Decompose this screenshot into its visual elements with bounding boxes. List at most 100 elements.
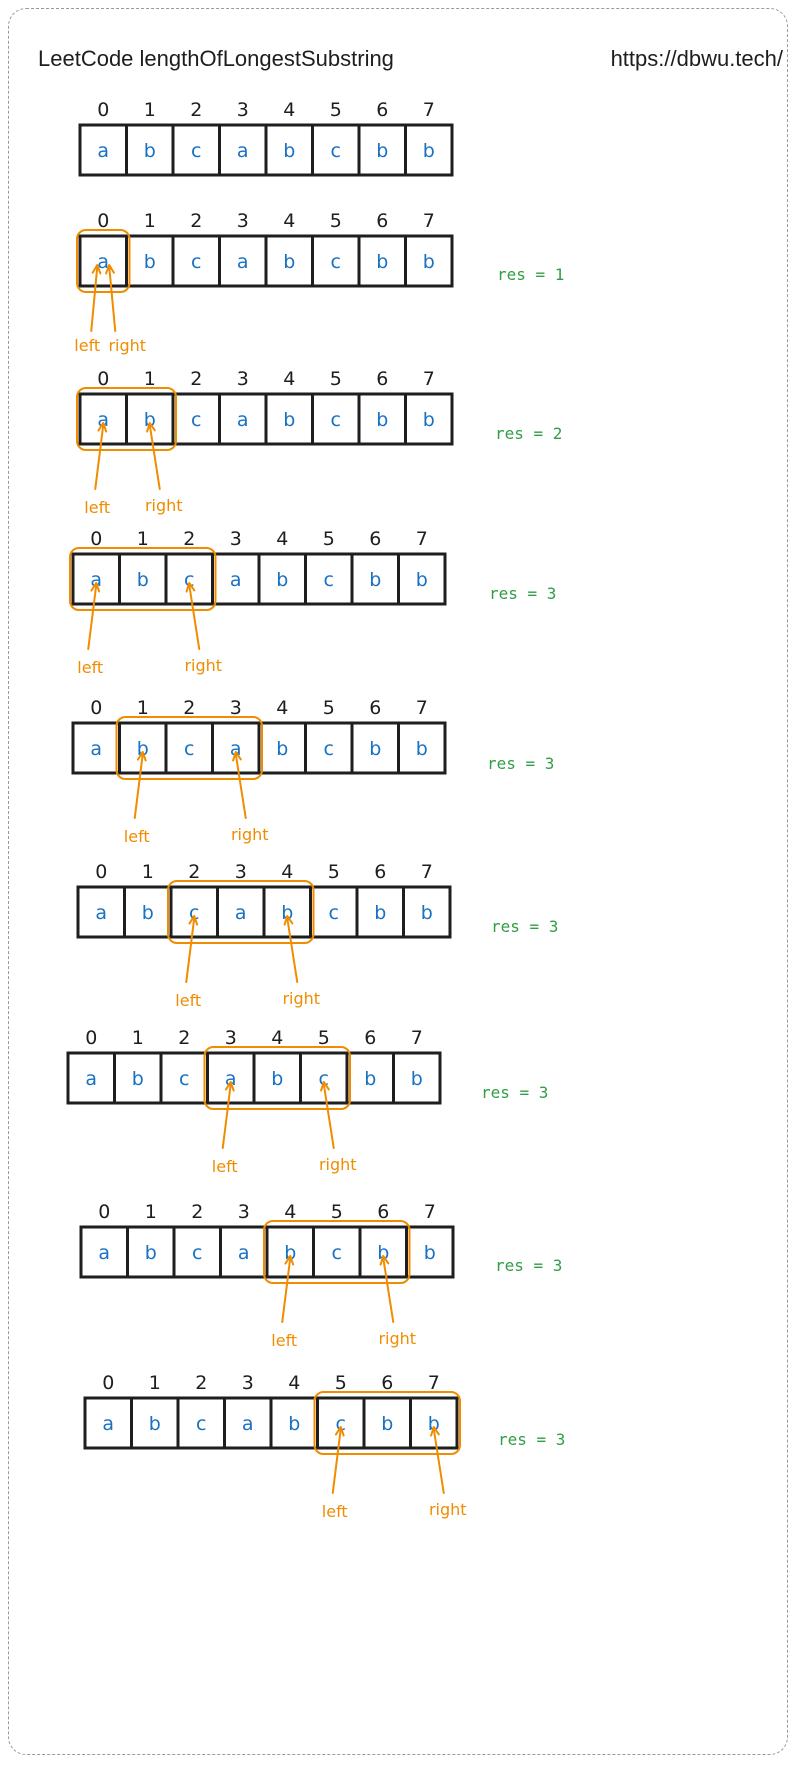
array-char: b [144,251,156,273]
right-pointer-arrow [108,266,117,332]
index-label: 3 [237,210,249,232]
array-char: b [132,1068,144,1090]
left-pointer-arrow [87,584,98,650]
array-cell [299,1051,349,1105]
left-label: left [77,658,103,677]
index-label: 1 [149,1372,161,1394]
array-char: a [225,1068,237,1090]
array-cell [404,234,454,288]
array-char: c [191,140,201,162]
right-pointer-arrow-head [146,422,156,433]
left-pointer-arrow-head [334,1426,345,1437]
index-label: 1 [145,1201,157,1223]
array-cell [113,1051,163,1105]
array-cell [357,234,407,288]
array-char: c [331,251,341,273]
array-char: c [196,1413,206,1435]
right-pointer-arrow [286,917,299,983]
array-cell [311,234,361,288]
right-pointer-arrow-head [283,915,294,926]
index-label: 2 [190,99,202,121]
left-pointer-arrow [281,1257,292,1323]
array-cell [397,552,447,606]
array-char: b [145,1242,157,1264]
result-value: res = 1 [497,265,564,284]
array-cell [159,1051,209,1105]
array-char: a [102,1413,114,1435]
array-char: a [85,1068,97,1090]
array-char: b [283,409,295,431]
right-label: right [429,1500,467,1519]
array-char: b [428,1413,440,1435]
right-label: right [145,496,183,515]
array-char: a [235,902,247,924]
left-pointer-arrow-head [224,1081,235,1092]
left-pointer-arrow [185,917,196,983]
left-pointer-arrow-head [284,1255,295,1266]
array-char: c [324,738,334,760]
array-char: b [377,1242,389,1264]
index-label: 0 [90,697,102,719]
right-pointer-arrow [382,1257,395,1323]
index-label: 0 [85,1027,97,1049]
array-char: b [369,738,381,760]
index-label: 7 [416,697,428,719]
right-pointer-arrow-head [430,1426,440,1437]
array-cell [316,1396,366,1450]
left-pointer-arrow [133,753,144,819]
array-cell [405,1225,455,1279]
array-cell [171,234,221,288]
left-label: left [124,827,150,846]
array-cell [397,721,447,775]
array-char: b [424,1242,436,1264]
array-cell [78,392,128,446]
array-char: c [184,569,194,591]
index-label: 1 [137,528,149,550]
index-label: 6 [369,697,381,719]
result-value: res = 3 [489,584,556,603]
array-cell [404,392,454,446]
array-char: b [281,902,293,924]
array-cell [223,1396,273,1450]
array-char: a [242,1413,254,1435]
array-char: a [97,251,109,273]
result-value: res = 2 [495,424,562,443]
index-label: 1 [137,697,149,719]
array-cell [392,1051,442,1105]
array-char: c [191,251,201,273]
array-char: b [381,1413,393,1435]
array-cell [345,1051,395,1105]
right-pointer-arrow [188,584,201,650]
left-pointer-arrow-head [97,422,108,433]
right-label: right [378,1329,416,1348]
array-char: b [364,1068,376,1090]
index-label: 7 [411,1027,423,1049]
index-label: 4 [283,368,295,390]
array-cell [176,1396,226,1450]
array-char: b [416,738,428,760]
left-pointer-arrow-head [90,582,101,593]
array-char: c [179,1068,189,1090]
index-label: 5 [330,368,342,390]
left-label: left [212,1157,238,1176]
array-char: b [144,140,156,162]
right-label: right [108,336,146,355]
array-cell [206,1051,256,1105]
index-label: 2 [183,697,195,719]
right-pointer-arrow-head [232,751,242,762]
left-pointer-arrow [94,424,105,490]
array-char: a [237,409,249,431]
index-label: 7 [424,1201,436,1223]
right-pointer-arrow-head [185,582,196,593]
array-cell [130,1396,180,1450]
window-box [76,229,131,293]
index-label: 2 [178,1027,190,1049]
index-label: 3 [237,368,249,390]
left-label: left [271,1331,297,1350]
array-cell [358,1225,408,1279]
index-label: 6 [381,1372,393,1394]
left-label: left [74,336,100,355]
